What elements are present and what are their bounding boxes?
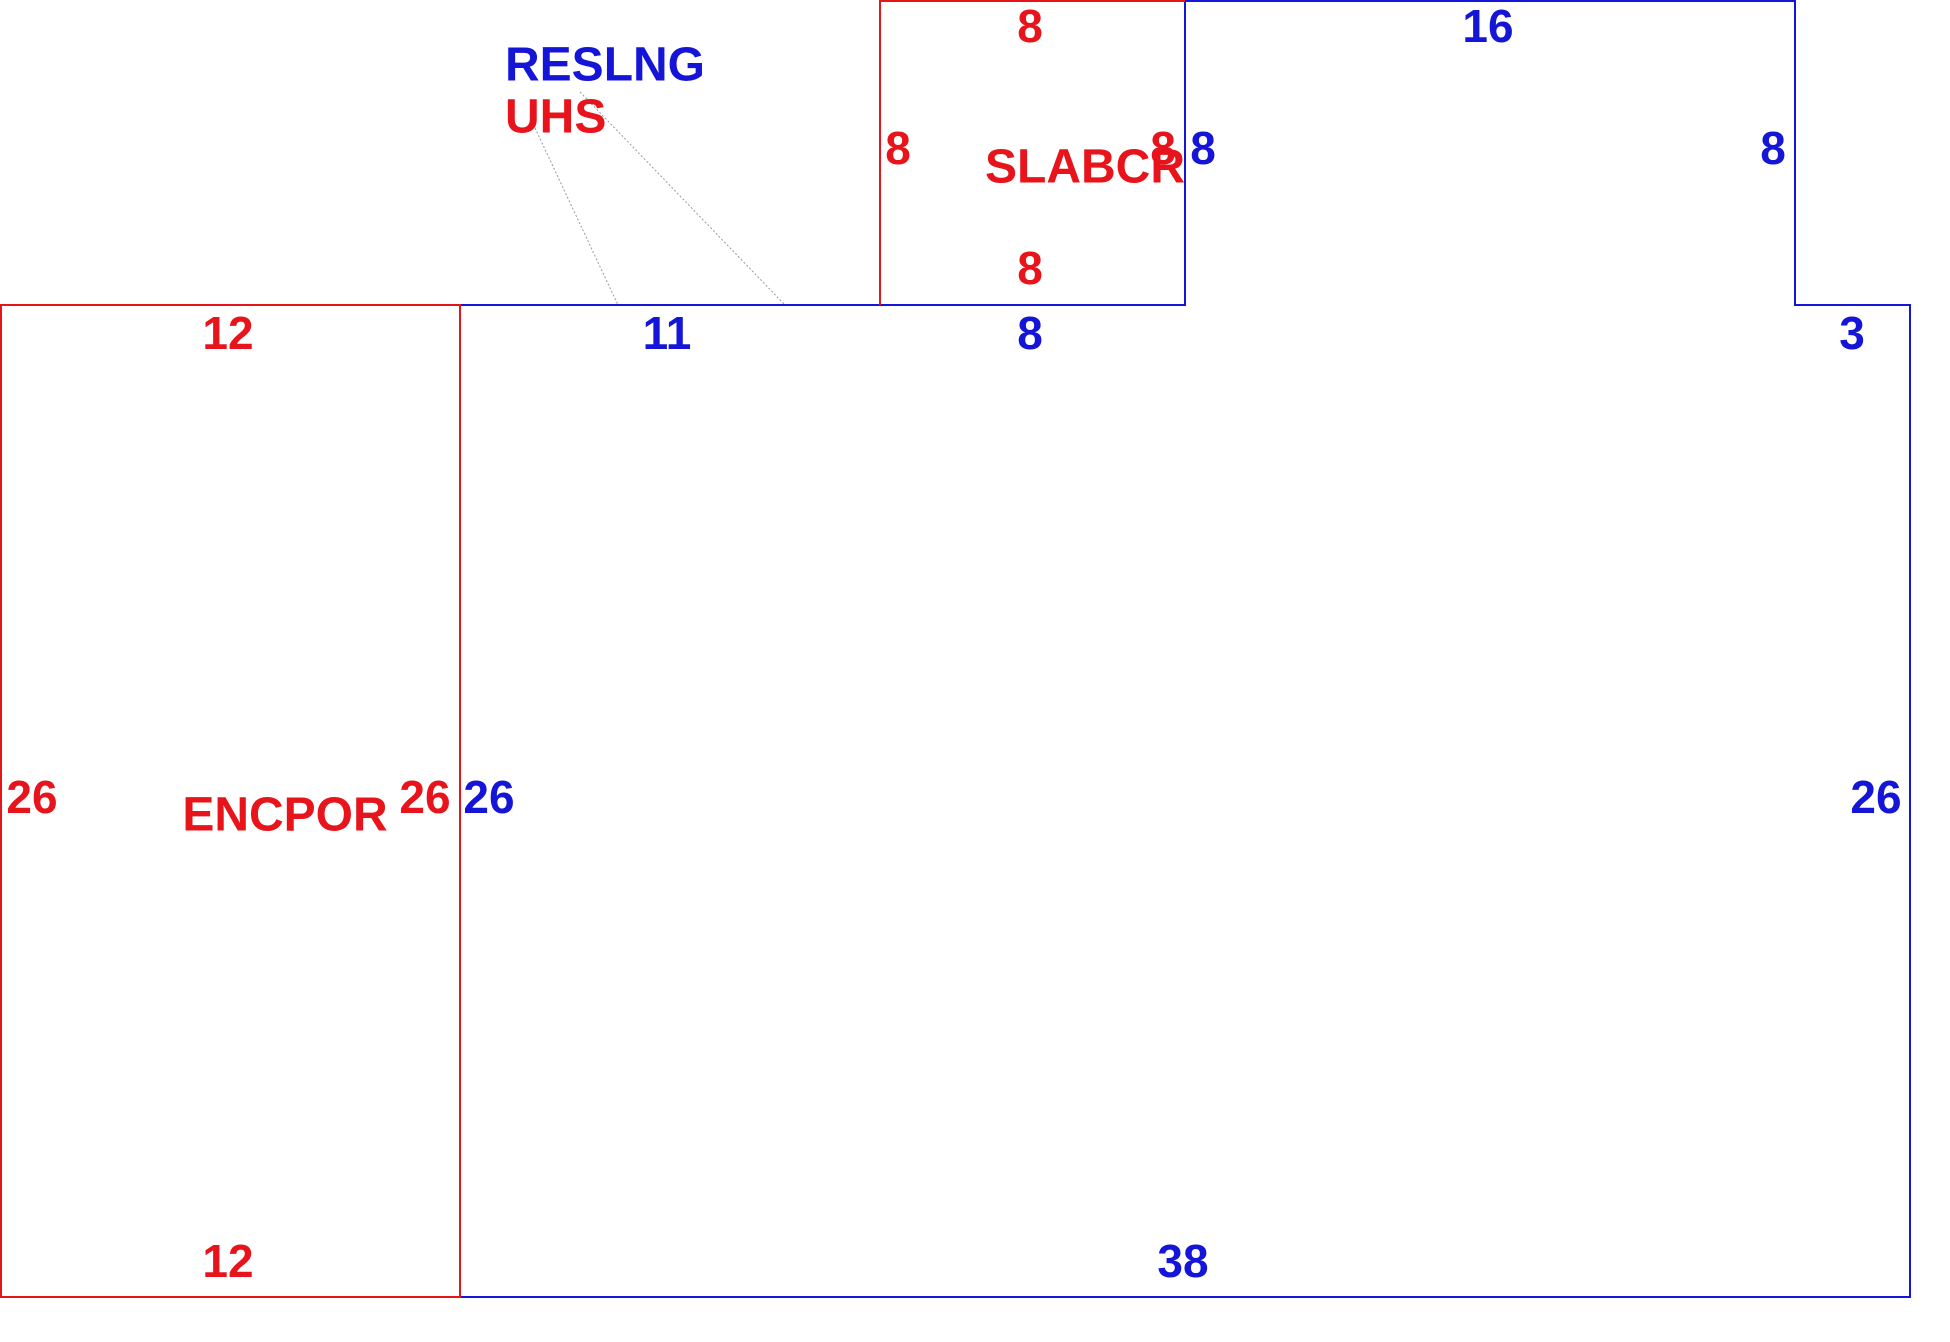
slabcr-area-label: SLABCR: [985, 141, 1185, 194]
main-dim-top-left: 11: [643, 307, 692, 359]
main-dim-bump-right: 8: [1760, 122, 1786, 174]
slabcr-dim-left: 8: [885, 122, 911, 174]
encpor-outline: [0, 304, 461, 1298]
main-structure-outline: [459, 0, 1911, 1298]
encpor-dim-top: 12: [202, 307, 253, 359]
encpor-area-label: ENCPOR: [182, 789, 387, 842]
leader-line-reslng: [579, 91, 786, 306]
main-dim-top-right: 3: [1839, 307, 1865, 359]
slabcr-dim-top: 8: [1017, 0, 1043, 52]
encpor-dim-bottom: 12: [202, 1235, 253, 1287]
main-dim-left: 26: [463, 771, 514, 823]
main-dim-bottom: 38: [1157, 1235, 1208, 1287]
main-dim-top-mid: 8: [1017, 307, 1043, 359]
leader-line-uhs: [534, 127, 619, 306]
slabcr-dim-right: 8: [1150, 122, 1176, 174]
main-dim-bump-left: 8: [1190, 122, 1216, 174]
slabcr-dim-bottom: 8: [1017, 242, 1043, 294]
main-dim-bump-top: 16: [1462, 0, 1513, 52]
legend-reslng-label: RESLNG: [505, 39, 705, 92]
legend-uhs-label: UHS: [505, 91, 606, 144]
main-dim-right: 26: [1850, 771, 1901, 823]
encpor-dim-right: 26: [399, 771, 450, 823]
encpor-dim-left: 26: [6, 771, 57, 823]
slabcr-outline: [879, 0, 1185, 305]
